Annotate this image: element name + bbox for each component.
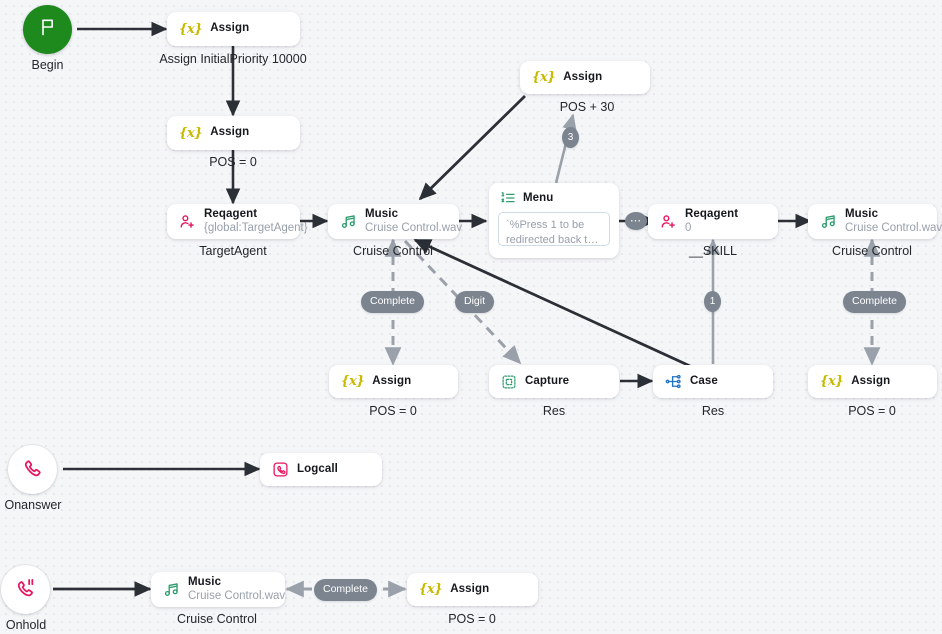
node-case-res[interactable]: Case — [653, 365, 773, 398]
node-title: Assign — [210, 126, 250, 139]
node-title: Assign — [851, 374, 891, 387]
caption-assign-pos-zero: POS = 0 — [209, 155, 257, 169]
node-music-cruise-control-right[interactable]: Music Cruise Control.wav — [808, 204, 942, 239]
edge-badge-digit[interactable]: Digit — [455, 291, 495, 313]
edge-badge-complete-right[interactable]: Complete — [843, 291, 906, 313]
edge-badge-complete-left[interactable]: Complete — [361, 291, 424, 313]
node-assign-pos-zero[interactable]: {x} Assign — [167, 116, 300, 150]
node-onanswer[interactable] — [8, 445, 57, 494]
node-title: Music — [845, 207, 879, 220]
capture-icon — [501, 374, 517, 390]
node-title: Assign — [563, 70, 603, 83]
node-title: Reqagent — [204, 207, 258, 220]
assign-icon: {x} — [179, 21, 203, 37]
node-title: Assign — [372, 374, 412, 387]
node-subtitle: {global:TargetAgent} — [204, 222, 308, 234]
node-title: Music — [365, 207, 399, 220]
caption-case-res: Res — [701, 404, 725, 418]
node-title: Music — [188, 575, 222, 588]
node-onhold[interactable] — [1, 565, 50, 614]
menu-prompt-text[interactable]: `%Press 1 to be redirected back t… — [498, 212, 610, 246]
node-logcall[interactable]: Logcall — [260, 453, 382, 486]
case-branch-icon — [665, 373, 682, 390]
node-title: Capture — [525, 374, 570, 387]
assign-icon: {x} — [341, 374, 365, 389]
node-capture-res[interactable]: Capture — [489, 365, 619, 398]
node-assign-pos-zero-right[interactable]: {x} Assign — [808, 365, 937, 398]
node-subtitle: 0 — [685, 222, 692, 234]
music-note-icon — [340, 213, 357, 230]
node-title: Logcall — [297, 462, 338, 475]
node-title: Assign — [210, 22, 250, 35]
node-begin[interactable] — [23, 5, 72, 54]
caption-pos-plus-30: POS + 30 — [559, 100, 615, 114]
caption-assign-pos-zero-center: POS = 0 — [369, 404, 417, 418]
node-subtitle: Cruise Control.wav — [845, 222, 942, 234]
edge-badge-complete-bottom[interactable]: Complete — [314, 579, 377, 601]
node-title: Case — [690, 374, 718, 387]
node-title: Assign — [450, 582, 490, 595]
request-agent-icon — [660, 213, 677, 230]
flag-icon — [38, 17, 58, 42]
edge-badge-branch-3[interactable]: 3 — [562, 127, 579, 148]
phone-icon — [22, 457, 43, 483]
caption-assign-pos-zero-right: POS = 0 — [848, 404, 896, 418]
caption-cruise-control-right: Cruise Control — [832, 244, 912, 258]
caption-skill: __SKILL — [689, 244, 737, 258]
node-reqagent-target-agent[interactable]: Reqagent {global:TargetAgent} — [167, 204, 308, 239]
assign-icon: {x} — [419, 582, 443, 597]
edge-badge-menu-more[interactable]: ⋯ — [625, 212, 647, 230]
node-assign-initial-priority[interactable]: {x} Assign — [167, 12, 300, 46]
node-subtitle: Cruise Control.wav — [188, 590, 286, 602]
node-reqagent-skill[interactable]: Reqagent 0 — [648, 204, 778, 239]
edge-badge-branch-1[interactable]: 1 — [704, 291, 721, 312]
node-assign-pos-zero-bottom[interactable]: {x} Assign — [407, 573, 538, 606]
caption-onanswer: Onanswer — [4, 498, 62, 512]
music-note-icon — [820, 213, 837, 230]
node-title: Reqagent — [685, 207, 739, 220]
caption-cruise-control: Cruise Control — [353, 244, 433, 258]
assign-icon: {x} — [179, 125, 203, 141]
numbered-list-icon — [500, 190, 516, 206]
assign-icon: {x} — [532, 70, 556, 85]
caption-assign-initial-priority: Assign InitialPriority 10000 — [159, 52, 307, 66]
node-assign-pos-zero-center[interactable]: {x} Assign — [329, 365, 458, 398]
caption-target-agent: TargetAgent — [199, 244, 267, 258]
logcall-icon — [272, 461, 289, 478]
node-subtitle: Cruise Control.wav — [365, 222, 463, 234]
caption-onhold: Onhold — [5, 618, 47, 632]
phone-hold-icon — [15, 577, 36, 603]
caption-begin: Begin — [31, 58, 64, 72]
node-music-cruise-control[interactable]: Music Cruise Control.wav — [328, 204, 463, 239]
request-agent-icon — [179, 213, 196, 230]
node-assign-pos-plus-30[interactable]: {x} Assign — [520, 61, 650, 94]
caption-assign-pos-zero-bottom: POS = 0 — [448, 612, 496, 626]
caption-cruise-control-bottom: Cruise Control — [177, 612, 257, 626]
node-music-cruise-control-bottom[interactable]: Music Cruise Control.wav — [151, 572, 285, 607]
music-note-icon — [163, 581, 180, 598]
caption-capture-res: Res — [542, 404, 566, 418]
assign-icon: {x} — [820, 374, 844, 389]
node-menu[interactable]: Menu `%Press 1 to be redirected back t… — [489, 183, 619, 258]
node-title: Menu — [523, 192, 554, 204]
